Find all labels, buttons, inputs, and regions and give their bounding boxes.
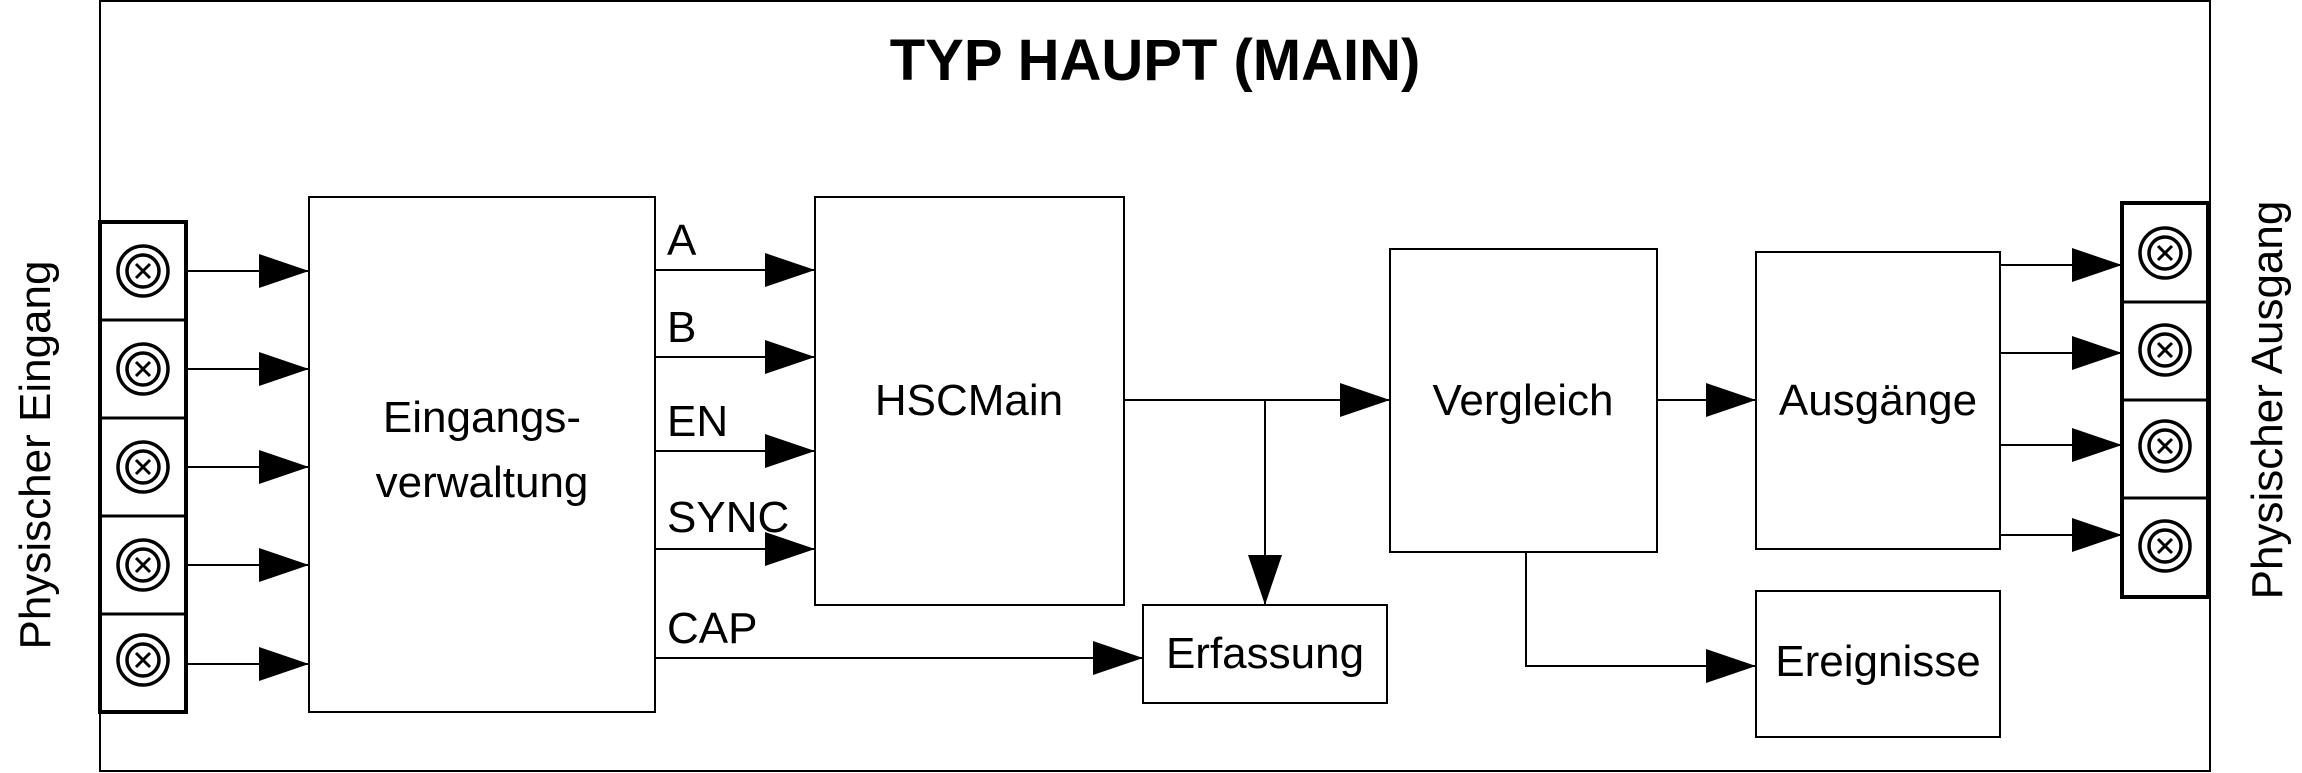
signal-a-label: A (667, 216, 697, 265)
capture-label: Erfassung (1166, 629, 1364, 678)
screw-terminal-icon (116, 244, 170, 298)
input-management-label-1: Eingangs- (383, 393, 581, 442)
input-terminal-strip (98, 220, 188, 714)
screw-terminal-icon (116, 538, 170, 592)
screw-terminal-icon (116, 440, 170, 494)
signal-sync-label: SYNC (667, 493, 789, 542)
events-block: Ereignisse (1755, 590, 2001, 738)
hsc-main-block: HSCMain (814, 196, 1125, 606)
physical-output-label: Physischer Ausgang (2243, 201, 2292, 600)
input-management-block: Eingangs- verwaltung (308, 196, 656, 713)
input-wires (186, 254, 309, 681)
screw-terminal-icon (116, 633, 170, 687)
events-label: Ereignisse (1775, 637, 1980, 686)
physical-input-label: Physischer Eingang (11, 261, 60, 650)
signal-b-label: B (667, 303, 696, 352)
input-management-label-2: verwaltung (376, 458, 589, 507)
screw-terminal-icon (116, 342, 170, 396)
outputs-block: Ausgänge (1755, 251, 2001, 550)
screw-terminal-icon (2138, 519, 2192, 573)
signal-cap-label: CAP (667, 604, 757, 653)
signal-wires (655, 253, 1143, 675)
compare-to-events-wire (1525, 552, 1756, 683)
capture-block: Erfassung (1142, 604, 1388, 704)
hsc-to-compare-wires (1124, 383, 1390, 605)
hsc-main-label: HSCMain (875, 376, 1063, 425)
output-wires (2000, 248, 2122, 552)
compare-block: Vergleich (1389, 248, 1658, 553)
diagram-title: TYP HAUPT (MAIN) (890, 28, 1421, 93)
signal-en-label: EN (667, 397, 728, 446)
output-terminal-strip (2120, 201, 2210, 599)
screw-terminal-icon (2138, 419, 2192, 473)
compare-label: Vergleich (1432, 376, 1613, 425)
screw-terminal-icon (2138, 226, 2192, 280)
screw-terminal-icon (2138, 323, 2192, 377)
outputs-label: Ausgänge (1779, 376, 1977, 425)
